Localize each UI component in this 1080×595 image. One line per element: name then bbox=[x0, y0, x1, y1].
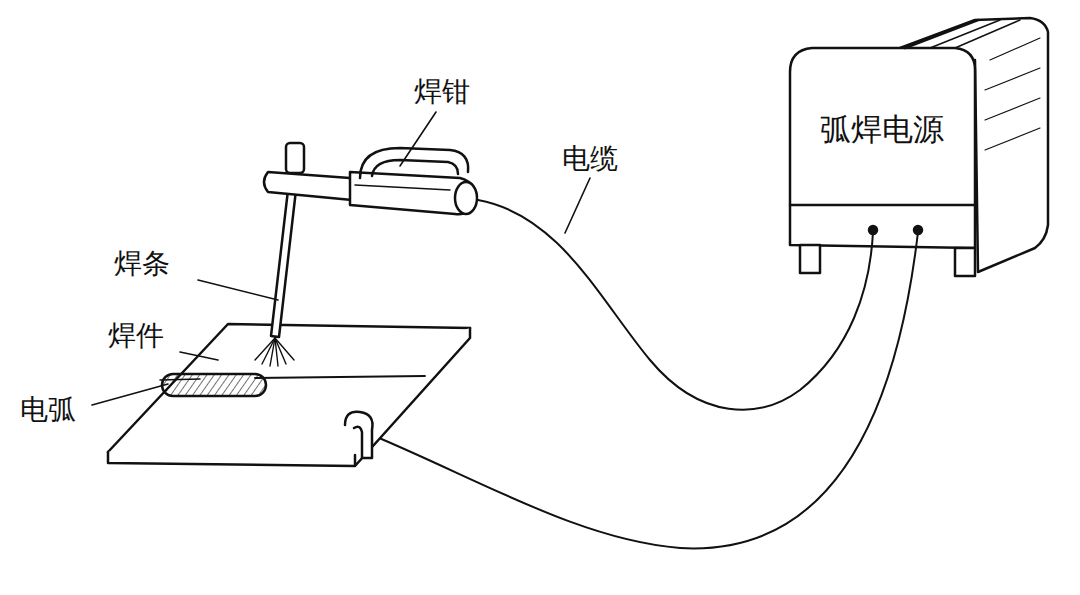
arc-sparks bbox=[255, 338, 294, 366]
part-label: 焊条 bbox=[112, 250, 172, 278]
weld-bead bbox=[162, 374, 266, 396]
leader-lines bbox=[92, 112, 590, 405]
part-label: 电缆 bbox=[560, 145, 620, 173]
ground-clamp bbox=[345, 412, 373, 458]
electrode bbox=[271, 190, 296, 337]
part-label: 焊件 bbox=[106, 322, 166, 350]
part-label: 焊钳 bbox=[412, 78, 472, 106]
electrode-holder bbox=[264, 172, 352, 200]
part-label: 电弧 bbox=[18, 396, 78, 424]
power-source-panel: 弧焊电源 bbox=[797, 90, 967, 170]
electrode-cable bbox=[478, 200, 873, 410]
power-source-front bbox=[790, 48, 975, 248]
ground-cable bbox=[372, 232, 918, 548]
panel-text: 弧焊电源 bbox=[820, 109, 944, 151]
